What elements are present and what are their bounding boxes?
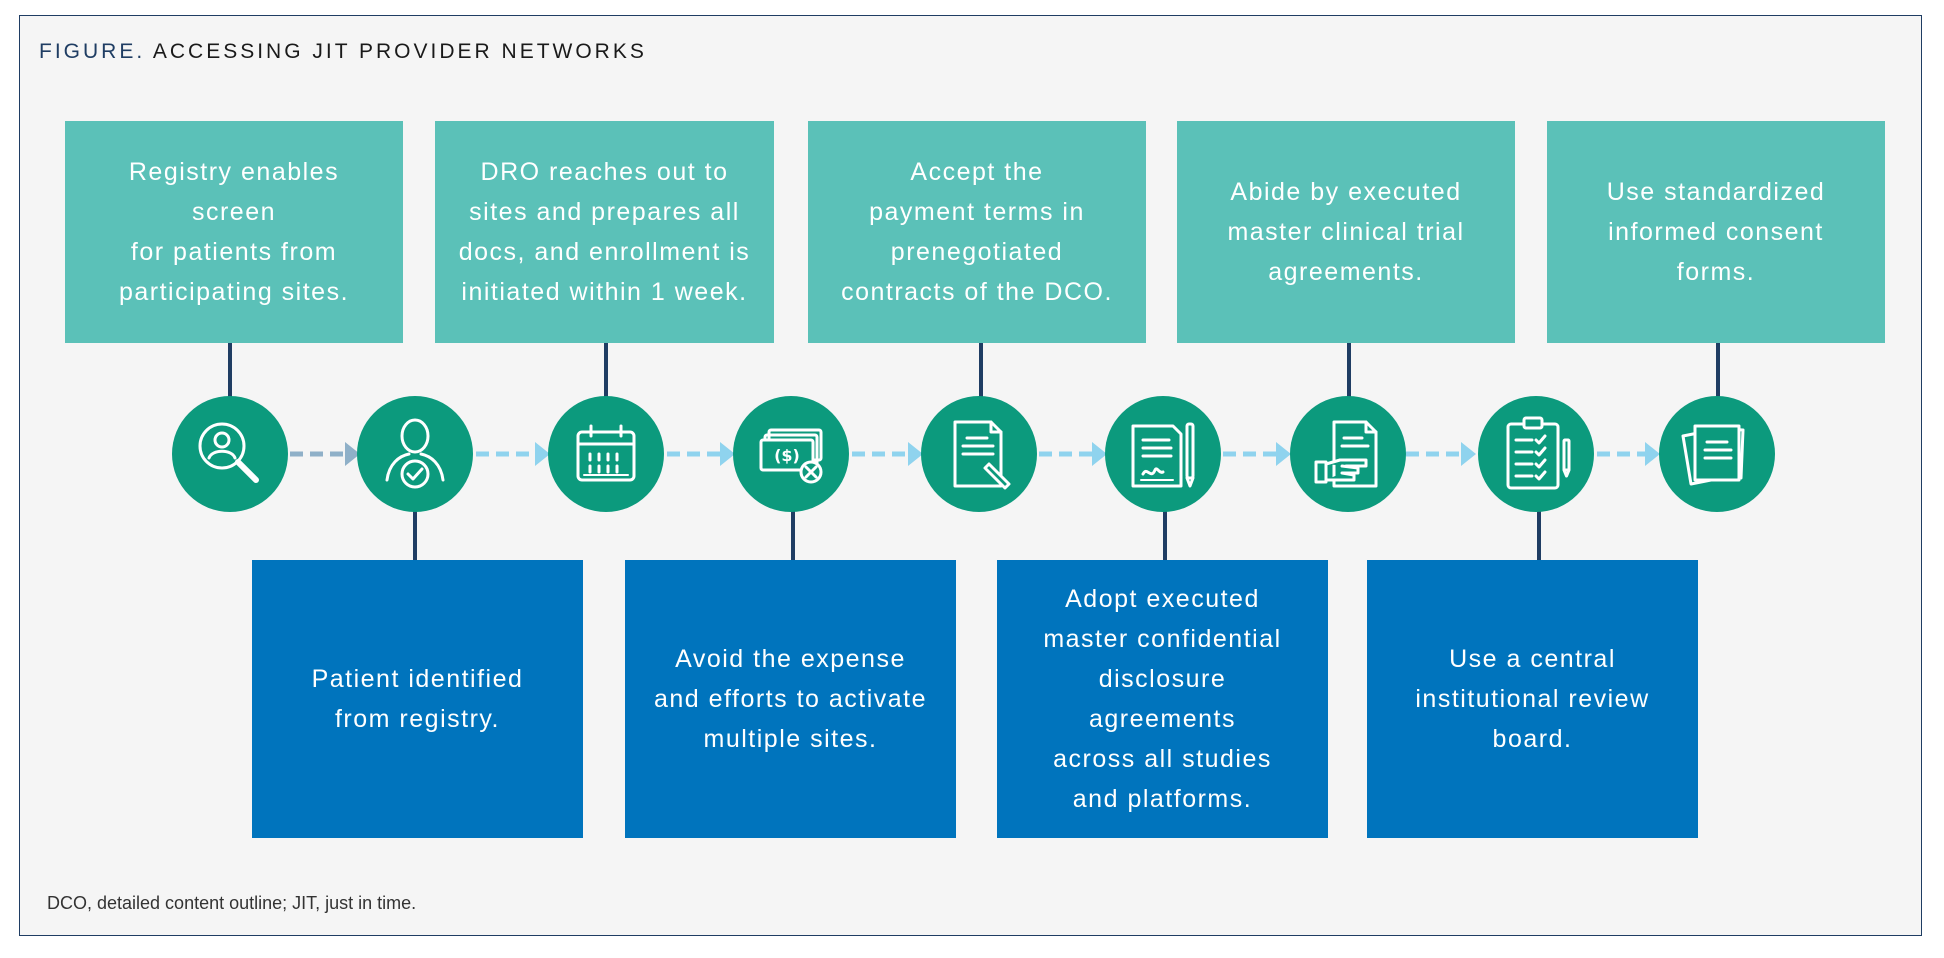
arrow [852,442,923,466]
step-8-circle [1478,396,1594,512]
connector-line [604,343,608,397]
arrow [1406,442,1476,466]
step-7-circle [1290,396,1406,512]
connector-line [1347,343,1351,397]
contract-signature-icon [1131,422,1195,488]
figure-title-text: ACCESSING JIT PROVIDER NETWORKS [152,40,647,63]
bottom-box-patient-identified: Patient identified from registry. [252,560,583,838]
figure-footnote: DCO, detailed content outline; JIT, just… [47,893,417,913]
arrow [1223,442,1291,466]
arrow [1597,442,1660,466]
arrow [1039,442,1107,466]
step-2-circle [357,396,473,512]
money-cancel-icon: ($) [759,428,823,484]
person-check-icon [385,418,445,489]
step-6-circle [1105,396,1221,512]
arrow [476,442,550,466]
bottom-box-central-irb: Use a central institutional review board… [1367,560,1698,838]
magnifier-person-icon [198,422,259,483]
connector-line [413,511,417,560]
connector-line [1716,343,1720,397]
top-box-registry: Registry enables screen for patients fro… [65,121,403,343]
bottom-box-confidential-disclosure: Adopt executed master confidential discl… [997,560,1328,838]
arrow [667,442,735,466]
top-box-consent-forms: Use standardized informed consent forms. [1547,121,1885,343]
step-5-circle [921,396,1037,512]
arrow [290,442,360,466]
clipboard-checklist-icon [1506,416,1571,490]
step-9-circle [1659,396,1775,512]
figure-title-prefix: FIGURE. [39,40,146,63]
step-3-circle [548,396,664,512]
connector-line [228,343,232,397]
top-box-trial-agreements: Abide by executed master clinical trial … [1177,121,1515,343]
connector-line [1163,511,1167,560]
svg-text:($): ($) [774,446,800,465]
calendar-icon [576,424,636,482]
step-1-circle [172,396,288,512]
connector-line [1537,511,1541,560]
step-4-circle: ($) [733,396,849,512]
connector-line [979,343,983,397]
bottom-box-avoid-expense: Avoid the expense and efforts to activat… [625,560,956,838]
connector-line [791,511,795,560]
top-box-payment-terms: Accept the payment terms in prenegotiate… [808,121,1146,343]
stacked-documents-icon [1681,424,1745,486]
document-pen-icon [953,420,1011,490]
figure-title: FIGURE. ACCESSING JIT PROVIDER NETWORKS [39,40,647,64]
document-hand-icon [1314,420,1378,488]
top-box-dro-outreach: DRO reaches out to sites and prepares al… [435,121,774,343]
